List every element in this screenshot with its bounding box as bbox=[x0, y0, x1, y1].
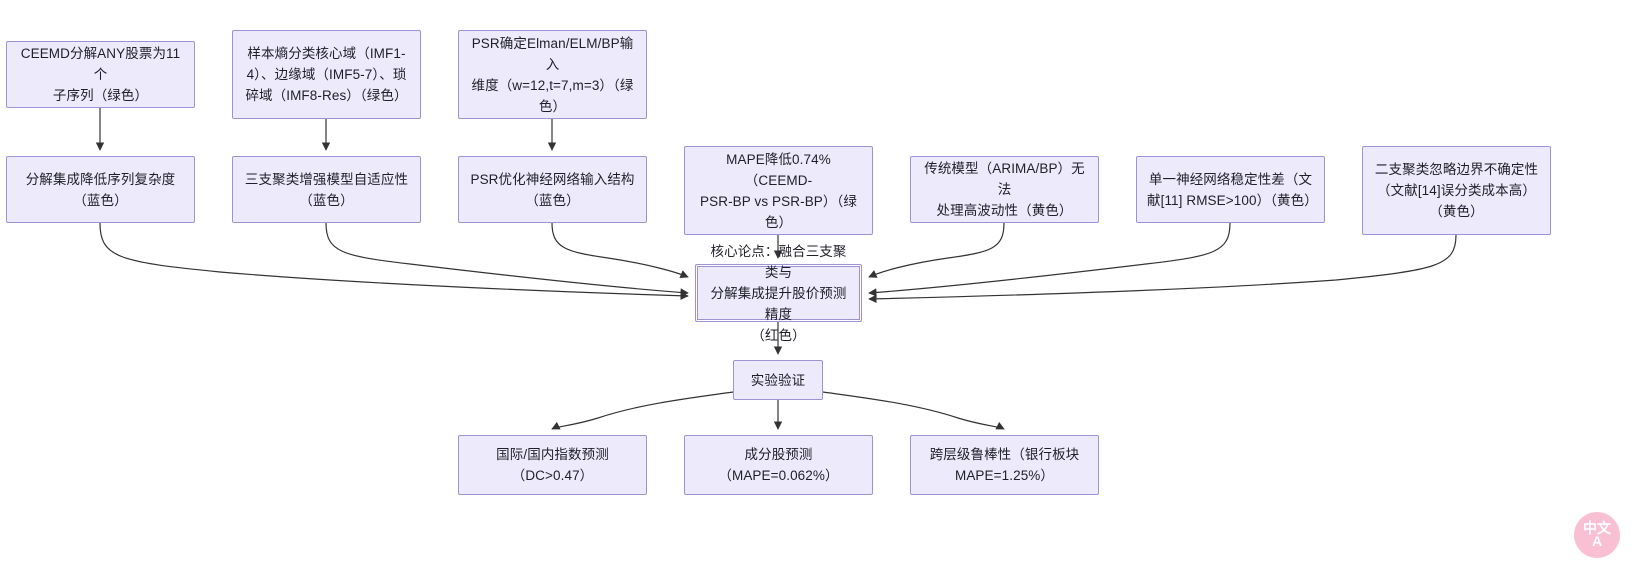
node-label: 核心论点：融合三支聚类与 分解集成提升股价预测精度 （红色） bbox=[710, 243, 847, 343]
edge-n6-core bbox=[551, 222, 689, 278]
node-core-claim[interactable]: 核心论点：融合三支聚类与 分解集成提升股价预测精度 （红色） bbox=[695, 244, 862, 343]
node-label: 成分股预测 （MAPE=0.062%） bbox=[718, 447, 839, 483]
edge-verify-result1 bbox=[551, 391, 734, 430]
node-label: 实验验证 bbox=[750, 372, 806, 388]
node-experiment-verification[interactable]: 实验验证 bbox=[733, 360, 823, 400]
translate-watermark-icon: 中文 A bbox=[1574, 512, 1620, 558]
node-label: 传统模型（ARIMA/BP）无法 处理高波动性（黄色） bbox=[924, 161, 1085, 218]
node-label: 三支聚类增强模型自适应性 （蓝色） bbox=[244, 171, 409, 208]
node-label: 样本熵分类核心域（IMF1- 4）、边缘域（IMF5-7）、琐 碎域（IMF8-… bbox=[245, 46, 408, 103]
node-label: 分解集成降低序列复杂度 （蓝色） bbox=[25, 171, 176, 208]
node-single-network-instability[interactable]: 单一神经网络稳定性差（文 献[11] RMSE>100）（黄色） bbox=[1136, 156, 1325, 223]
node-two-way-clustering-boundary[interactable]: 二支聚类忽略边界不确定性 （文献[14]误分类成本高） （黄色） bbox=[1362, 146, 1551, 235]
node-constituent-stock-result[interactable]: 成分股预测 （MAPE=0.062%） bbox=[684, 435, 873, 495]
node-label: CEEMD分解ANY股票为11个 子序列（绿色） bbox=[20, 46, 181, 103]
node-label: 国际/国内指数预测 （DC>0.47） bbox=[496, 447, 609, 483]
node-psr-input-dimension[interactable]: PSR确定Elman/ELM/BP输入 维度（w=12,t=7,m=3）（绿 色… bbox=[458, 30, 647, 119]
edge-n4-core bbox=[99, 222, 689, 300]
watermark-label: 中文 A bbox=[1583, 520, 1611, 549]
node-three-way-clustering-adaptivity[interactable]: 三支聚类增强模型自适应性 （蓝色） bbox=[232, 156, 421, 223]
edge-verify-result3 bbox=[822, 391, 1005, 430]
node-traditional-model-limitation[interactable]: 传统模型（ARIMA/BP）无法 处理高波动性（黄色） bbox=[910, 156, 1099, 223]
node-ceemd-decomposition[interactable]: CEEMD分解ANY股票为11个 子序列（绿色） bbox=[6, 41, 195, 108]
edge-n8-core bbox=[868, 222, 1005, 278]
node-label: PSR确定Elman/ELM/BP输入 维度（w=12,t=7,m=3）（绿 色… bbox=[471, 35, 634, 114]
node-cross-level-robustness-result[interactable]: 跨层级鲁棒性（银行板块 MAPE=1.25%） bbox=[910, 435, 1099, 495]
node-label: 二支聚类忽略边界不确定性 （文献[14]误分类成本高） （黄色） bbox=[1374, 162, 1539, 219]
edge-n5-core bbox=[325, 222, 689, 297]
node-mape-reduction[interactable]: MAPE降低0.74%（CEEMD- PSR-BP vs PSR-BP）（绿 色… bbox=[684, 146, 873, 235]
node-label: MAPE降低0.74%（CEEMD- PSR-BP vs PSR-BP）（绿 色… bbox=[700, 151, 857, 230]
edge-n10-core bbox=[868, 234, 1457, 304]
node-label: PSR优化神经网络输入结构 （蓝色） bbox=[470, 171, 635, 208]
node-decomposition-reduces-complexity[interactable]: 分解集成降低序列复杂度 （蓝色） bbox=[6, 156, 195, 223]
edge-n9-core bbox=[868, 222, 1231, 297]
node-label: 单一神经网络稳定性差（文 献[11] RMSE>100）（黄色） bbox=[1147, 171, 1318, 208]
node-sample-entropy-classification[interactable]: 样本熵分类核心域（IMF1- 4）、边缘域（IMF5-7）、琐 碎域（IMF8-… bbox=[232, 30, 421, 119]
node-index-prediction-result[interactable]: 国际/国内指数预测 （DC>0.47） bbox=[458, 435, 647, 495]
node-label: 跨层级鲁棒性（银行板块 MAPE=1.25%） bbox=[929, 447, 1080, 483]
node-psr-optimizes-network-input[interactable]: PSR优化神经网络输入结构 （蓝色） bbox=[458, 156, 647, 223]
